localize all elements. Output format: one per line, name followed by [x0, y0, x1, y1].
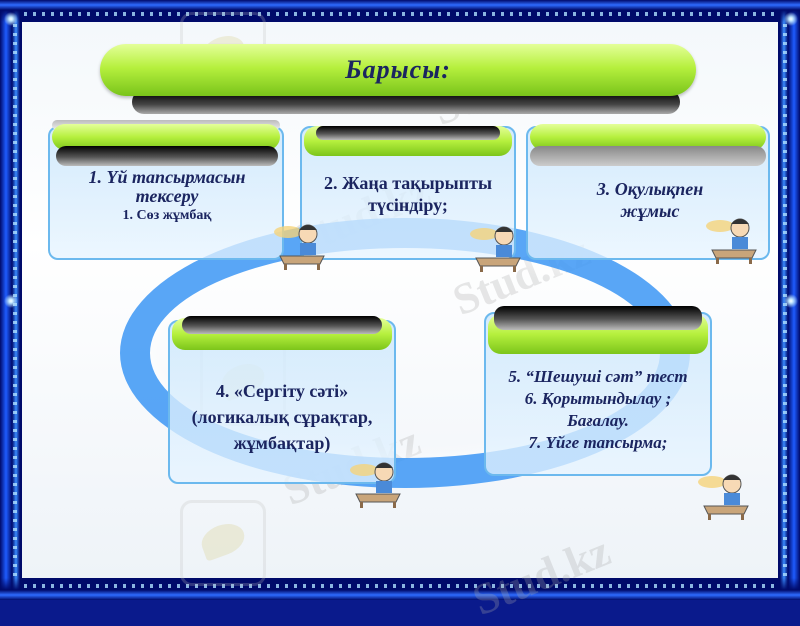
- step-1-subtext: 1. Сөз жұмбақ: [122, 208, 212, 223]
- sparkle-icon: [784, 12, 798, 26]
- step-pill-shadow-2: [316, 126, 500, 140]
- frame-dots-top: [24, 12, 776, 16]
- stud-kz-logo-icon: [180, 500, 266, 586]
- sparkle-icon: [784, 294, 798, 308]
- step-2-line-1: 2. Жаңа тақырыпты: [323, 173, 493, 193]
- step-3-line-1: 3. Оқулықпен: [596, 179, 704, 199]
- student-at-desk-icon: [698, 474, 749, 520]
- step-box-1-text: 1. Үй тапсырмасын тексеру: [60, 168, 274, 206]
- page-title: Барысы:: [345, 55, 451, 84]
- step-4-line-2: (логикалық сұрақтар,: [191, 407, 373, 427]
- step-5-line-1: 5. “Шешуші сәт” тест: [508, 367, 688, 386]
- student-at-desk-icon: [470, 226, 521, 272]
- step-pill-3: [530, 124, 766, 150]
- step-2-line-2: түсіндіру;: [368, 195, 448, 215]
- step-1-line-2: тексеру: [135, 186, 199, 206]
- step-pill-shadow-1: [56, 146, 278, 166]
- student-at-desk-icon: [706, 218, 757, 264]
- step-pill-1: [52, 124, 280, 150]
- step-box-3-text: 3. Оқулықпен жұмыс: [540, 178, 760, 222]
- step-box-4-text: 4. «Сергіту сәті» (логикалық сұрақтар, ж…: [172, 378, 392, 456]
- step-5-line-3: Бағалау.: [567, 411, 629, 430]
- sparkle-icon: [4, 12, 18, 26]
- step-3-line-2: жұмыс: [620, 201, 680, 221]
- step-1-line-1: 1. Үй тапсырмасын: [88, 167, 246, 187]
- step-box-2-text: 2. Жаңа тақырыпты түсіндіру;: [306, 172, 510, 216]
- step-4-line-3: жұмбақтар): [233, 433, 331, 453]
- frame-dots-bottom: [24, 584, 776, 588]
- title-bar: Барысы:: [100, 44, 696, 96]
- sparkle-icon: [4, 294, 18, 308]
- step-pill-shadow-5: [494, 306, 702, 330]
- step-pill-shadow-3: [530, 146, 766, 166]
- student-at-desk-icon: [274, 224, 325, 270]
- student-at-desk-icon: [350, 462, 401, 508]
- step-5-line-2: 6. Қорытындылау ;: [524, 389, 672, 408]
- step-pill-shadow-4: [182, 316, 382, 334]
- step-box-5-text: 5. “Шешуші сәт” тест 6. Қорытындылау ; Б…: [486, 366, 710, 454]
- step-4-line-1: 4. «Сергіту сәті»: [215, 381, 349, 401]
- step-5-line-4: 7. Үйге тапсырма;: [528, 433, 668, 452]
